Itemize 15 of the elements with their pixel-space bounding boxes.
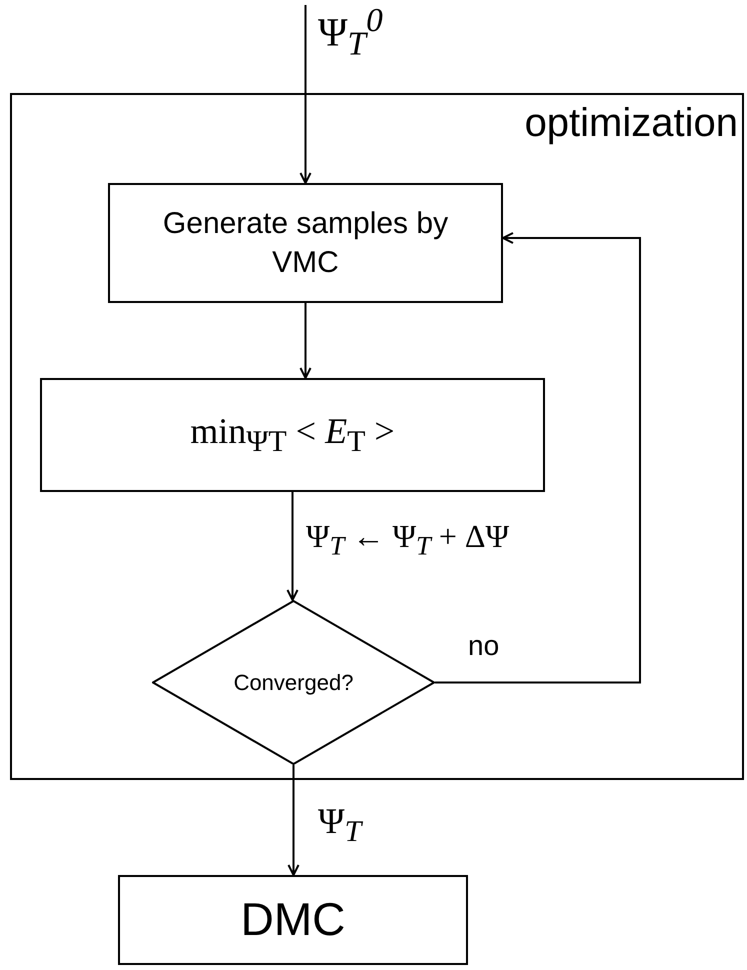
process-box bbox=[40, 378, 545, 492]
group-frame bbox=[10, 93, 744, 780]
process-text: min$_{ΨT}$ < E$_{T}$ > bbox=[189, 410, 396, 461]
arrow bbox=[300, 303, 312, 379]
arrow bbox=[435, 232, 641, 684]
group-title: optimization bbox=[524, 101, 738, 146]
process-text: DMC bbox=[240, 892, 346, 948]
arrow bbox=[288, 765, 300, 876]
decision-text: Converged? bbox=[234, 670, 354, 696]
process-text: Generate samples by VMC bbox=[162, 206, 450, 281]
arrow bbox=[286, 492, 298, 601]
process-box bbox=[118, 875, 468, 965]
process-box bbox=[108, 183, 503, 303]
arrow bbox=[300, 5, 312, 184]
decision-diamond bbox=[152, 600, 435, 765]
